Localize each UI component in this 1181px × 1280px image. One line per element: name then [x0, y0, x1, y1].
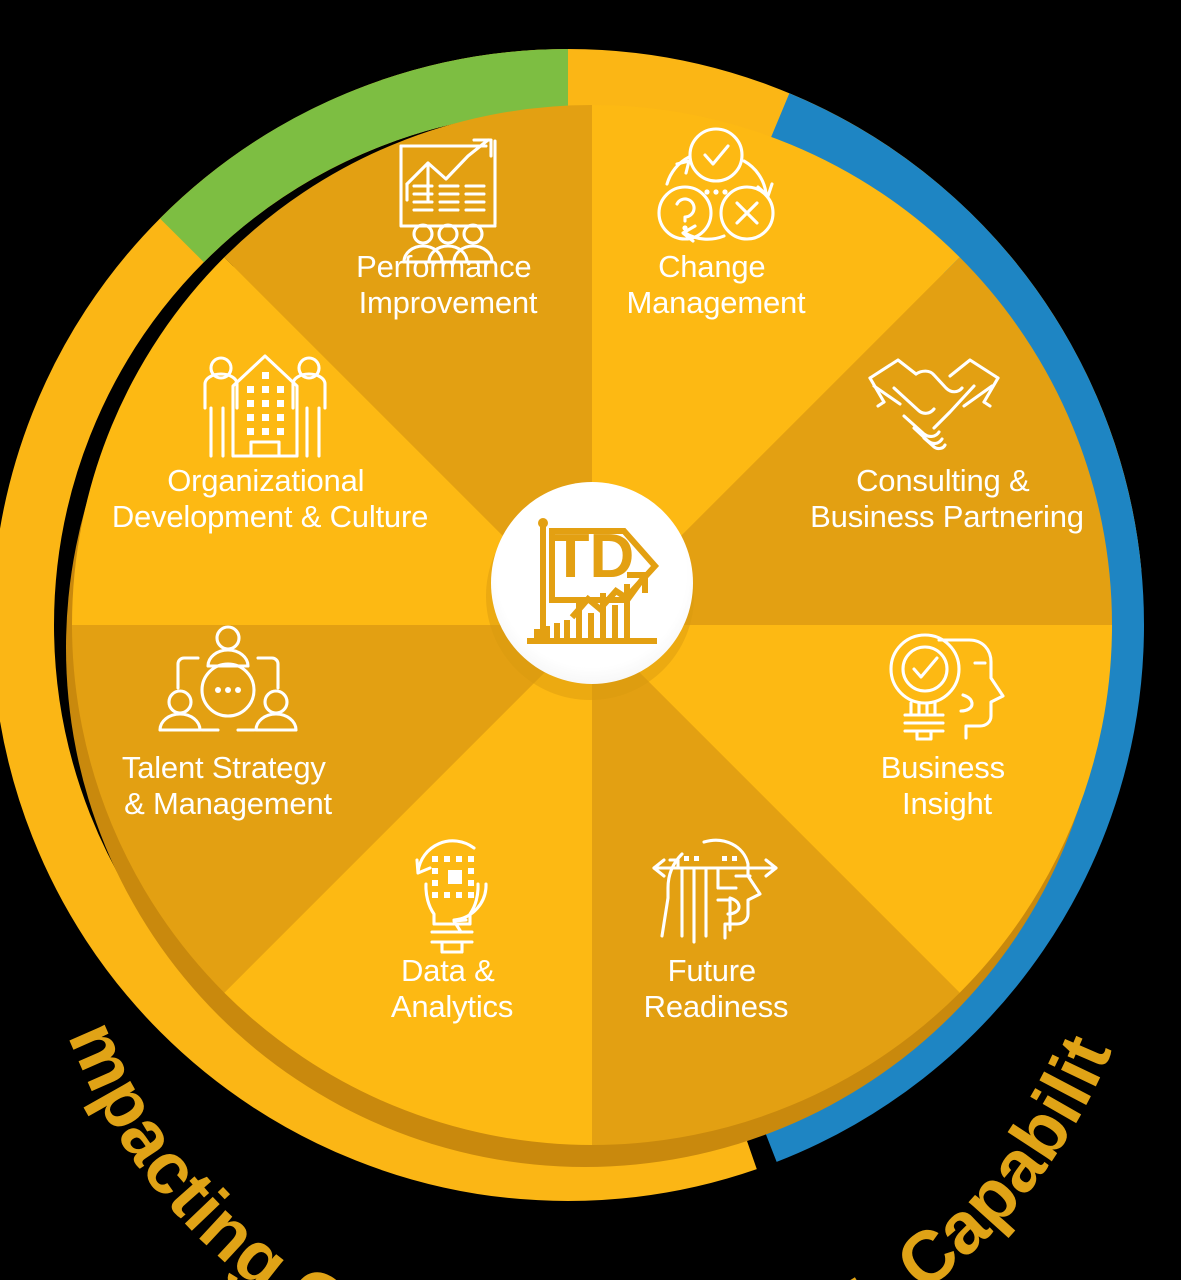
label-future-readiness: Future Readiness	[644, 953, 789, 1024]
lightbulb-data-grid-icon	[415, 839, 488, 954]
pie-segments	[71, 104, 1112, 1145]
flag-growth-chart-icon: TD	[527, 518, 660, 644]
segment-business-insight[interactable]	[592, 625, 1112, 993]
label-business-insight: Business Insight	[881, 750, 1014, 821]
label-talent-strategy-management: Talent Strategy & Management	[122, 750, 334, 821]
hub-td-label: TD	[552, 522, 635, 591]
audience-people-icon	[402, 223, 494, 264]
label-consulting-business-partnering: Consulting & Business Partnering	[810, 463, 1084, 534]
segment-future-readiness[interactable]	[592, 625, 960, 1145]
segment-data-analytics[interactable]	[224, 625, 593, 1145]
chart-growth-audience-icon	[399, 138, 497, 264]
cycle-check-question-cross-icon	[657, 127, 775, 243]
head-lightbulb-check-icon	[889, 633, 1005, 741]
ring-arc-green	[0, 49, 1144, 1201]
segment-talent-strategy-management[interactable]	[72, 625, 592, 993]
label-change-management: Change Management	[627, 249, 807, 320]
head-circuit-arrows-icon	[652, 838, 778, 944]
label-organizational-development-culture: Organizational Development & Culture	[112, 463, 428, 534]
people-org-chart-icon	[158, 625, 298, 732]
ring-arc-blue	[0, 49, 1144, 1201]
building-people-icon	[203, 354, 327, 458]
outer-ring	[0, 49, 1144, 1201]
segment-organizational-development-culture[interactable]	[71, 257, 592, 625]
handshake-icon	[868, 358, 1000, 451]
segment-performance-improvement[interactable]	[224, 105, 593, 625]
segment-consulting-business-partnering[interactable]	[592, 257, 1112, 625]
label-performance-improvement: Performance Improvement	[356, 249, 540, 320]
segment-labels: Performance Improvement Change Managemen…	[112, 249, 1084, 1024]
label-data-analytics: Data & Analytics	[391, 953, 513, 1024]
